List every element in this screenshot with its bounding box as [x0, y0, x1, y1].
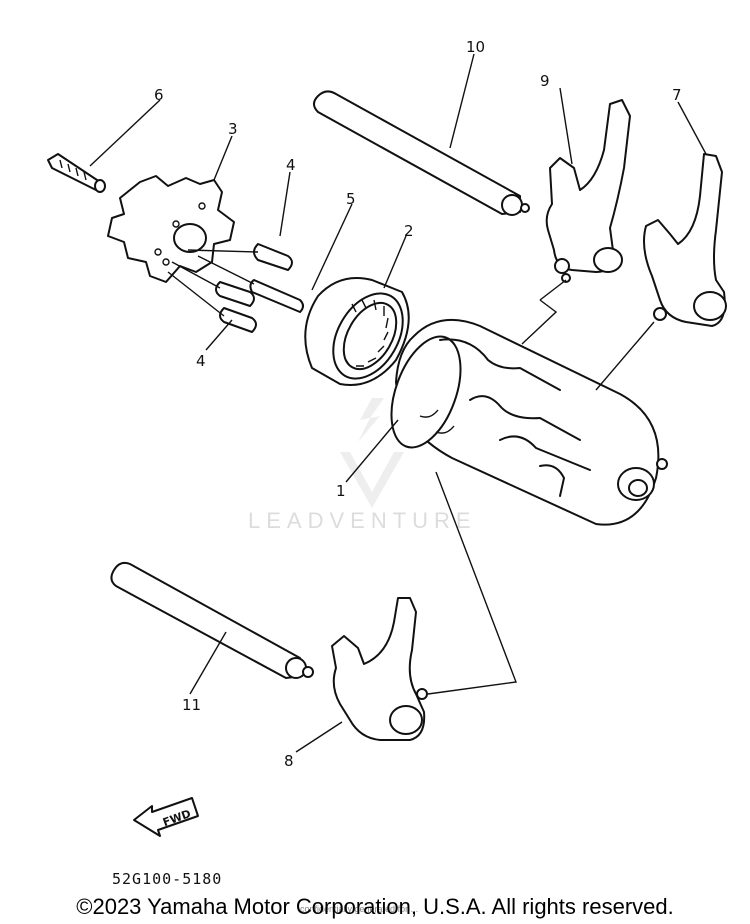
part-8-shift-fork — [331, 597, 428, 741]
part-6-screw — [47, 153, 106, 193]
part-1-shift-cam — [390, 319, 668, 526]
callout-1: 1 — [336, 482, 346, 500]
fwd-arrow-icon: FWD — [133, 797, 199, 837]
group-line-7 — [595, 321, 655, 391]
copyright-notice: ©2023 Yamaha Motor Corporation, U.S.A. A… — [76, 894, 674, 919]
callout-11: 11 — [182, 696, 201, 714]
callout-2: 2 — [404, 222, 414, 240]
watermark-logo — [340, 398, 404, 508]
callout-3: 3 — [228, 120, 238, 138]
callout-4-lower: 4 — [196, 352, 206, 370]
part-7-shift-fork — [643, 153, 727, 327]
part-4-pins — [167, 243, 293, 333]
watermark-brand: LEADVENTURE — [248, 508, 477, 533]
callout-9: 9 — [540, 72, 550, 90]
part-9-shift-fork — [545, 99, 631, 283]
part-2-bearing — [304, 277, 410, 386]
group-line-8 — [427, 471, 517, 695]
part-11-shift-fork-shaft — [110, 561, 314, 679]
callout-4-upper: 4 — [286, 156, 296, 174]
callout-5: 5 — [346, 190, 356, 208]
callout-7: 7 — [672, 86, 682, 104]
group-line-9 — [521, 279, 567, 345]
part-3-segment — [107, 175, 235, 283]
callout-10: 10 — [466, 38, 485, 56]
callout-8: 8 — [284, 752, 294, 770]
part-10-shift-fork-shaft — [313, 90, 530, 216]
diagram-code: 52G100-5180 — [112, 870, 223, 888]
callout-6: 6 — [154, 86, 164, 104]
part-5-pin — [197, 255, 304, 313]
watermark-small-text: confidentially generated for ... — [300, 904, 419, 914]
